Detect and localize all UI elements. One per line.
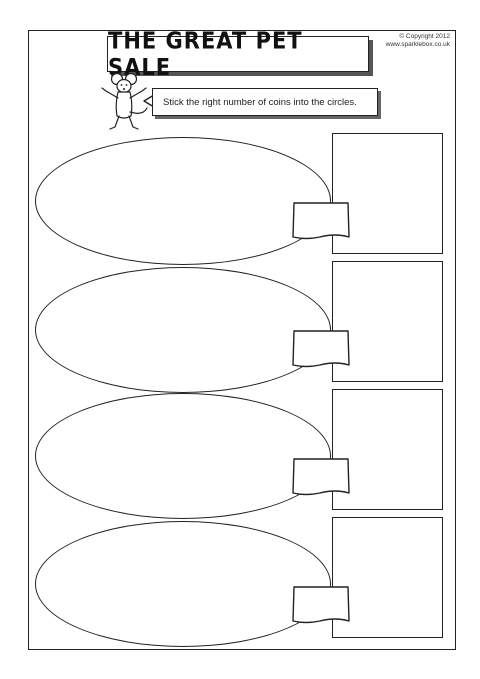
title-banner: THE GREAT PET SALE <box>107 28 369 80</box>
coin-circle[interactable] <box>35 267 331 393</box>
price-tag[interactable] <box>290 200 352 242</box>
price-tag[interactable] <box>290 456 352 498</box>
instruction-text: Stick the right number of coins into the… <box>163 96 357 108</box>
speech-bubble-tail <box>143 94 155 108</box>
website-line: www.sparklebox.co.uk <box>385 41 450 48</box>
coin-circle[interactable] <box>35 137 331 265</box>
copyright-line: © Copyright 2012 <box>399 33 450 40</box>
page-border <box>28 30 456 650</box>
pet-picture-box <box>332 133 443 254</box>
pet-picture-box <box>332 389 443 510</box>
instruction-bubble: Stick the right number of coins into the… <box>152 88 378 116</box>
coin-circle[interactable] <box>35 521 331 647</box>
coin-circle[interactable] <box>35 393 331 519</box>
price-tag[interactable] <box>290 328 352 370</box>
copyright-notice: © Copyright 2012 www.sparklebox.co.uk <box>386 33 450 49</box>
pet-picture-box <box>332 261 443 382</box>
mouse-icon <box>101 72 148 130</box>
pet-picture-box <box>332 517 443 638</box>
price-tag[interactable] <box>290 584 352 626</box>
